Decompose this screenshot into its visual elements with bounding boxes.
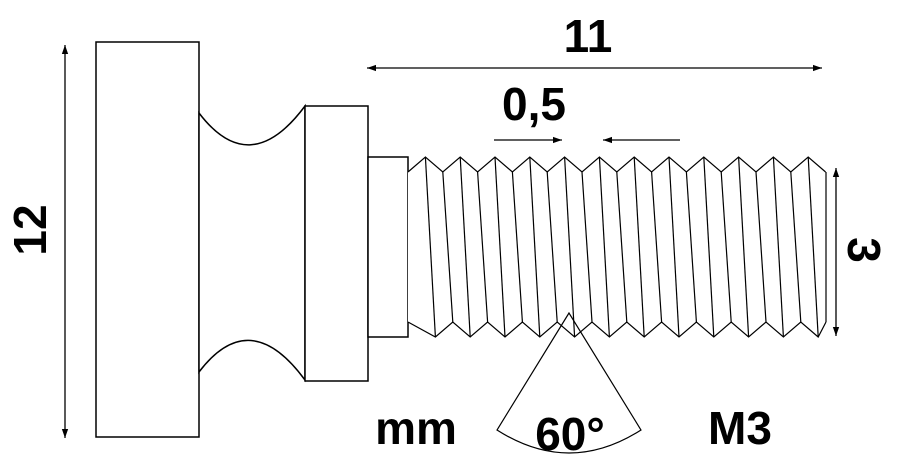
thread-helix-line — [651, 171, 663, 323]
thread-helix-line — [529, 156, 541, 338]
thread-helix-line — [685, 171, 697, 323]
thread-helix-line — [598, 156, 610, 338]
thread-helix-line — [459, 156, 471, 338]
thread-helix-line — [703, 156, 715, 338]
screw-shoulder — [304, 105, 369, 382]
thread-helix-line — [807, 156, 819, 338]
thread-helix-line — [738, 156, 750, 338]
unit-label: mm — [375, 402, 457, 454]
thread-helix-line — [494, 156, 506, 338]
thread-helix-line — [424, 156, 436, 338]
thread-helix-line — [546, 171, 558, 323]
thread-helix-line — [616, 171, 628, 323]
length-dimension-label: 11 — [564, 10, 613, 62]
thread-fill — [408, 157, 826, 337]
thread-helix-line — [581, 171, 593, 323]
thread-angle-sector — [496, 311, 642, 454]
diameter-dimension-label: 3 — [838, 237, 890, 263]
thread-helix-line — [511, 171, 523, 323]
thread-helix-line — [564, 156, 576, 338]
thread-helix-line — [668, 156, 680, 338]
thread-helix-line — [720, 171, 732, 323]
thread-angle-label: 60° — [535, 408, 605, 460]
thread-helix-line — [477, 171, 489, 323]
screw-head — [95, 41, 200, 438]
thread-helix-line — [772, 156, 784, 338]
thread-spec-label: M3 — [708, 402, 772, 454]
screw-neck — [198, 103, 306, 383]
thread-runout — [367, 156, 409, 338]
thread-helix-line — [790, 171, 802, 323]
thread-section — [407, 156, 827, 338]
thread-helix-line — [755, 171, 767, 323]
pitch-dimension-label: 0,5 — [502, 78, 566, 130]
thread-helix-line — [633, 156, 645, 338]
thread-helix-line — [442, 171, 454, 323]
height-dimension-label: 12 — [4, 204, 56, 255]
